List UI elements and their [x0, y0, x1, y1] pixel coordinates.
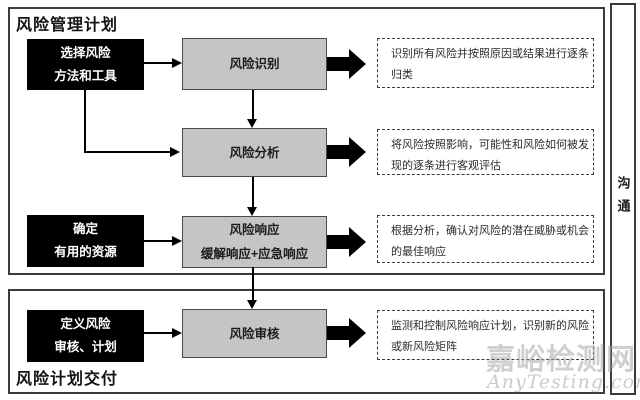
- input-box-determine-resources: 确定 有用的资源: [27, 215, 144, 267]
- communication-label: 沟通: [615, 176, 631, 222]
- process-box-risk-review: 风险审核: [182, 309, 327, 358]
- process-box-risk-response: 风险响应 缓解响应+应急响应: [182, 216, 327, 268]
- top-panel-title: 风险管理计划: [16, 17, 119, 34]
- bottom-panel-title: 风险计划交付: [16, 371, 119, 388]
- risk-management-plan-panel: [8, 7, 605, 275]
- block-arrow-review-note: [327, 318, 366, 348]
- communication-sidebar: 沟通: [610, 3, 636, 395]
- note-box-risk-response: 根据分析，确认对风险的潜在威胁或机会的最佳响应: [377, 215, 594, 263]
- block-arrow-response-note: [327, 227, 366, 257]
- input-box-select-risk-methods: 选择风险 方法和工具: [27, 39, 144, 90]
- block-arrow-analysis-note: [327, 137, 366, 167]
- block-arrow-identification-note: [327, 49, 366, 79]
- input-box-define-risk-review-plan: 定义风险 审核、计划: [27, 310, 144, 362]
- note-box-risk-review: 监测和控制风险响应计划，识别新的风险或新风险矩阵: [377, 310, 594, 360]
- risk-plan-delivery-panel: [8, 289, 605, 394]
- process-box-risk-identification: 风险识别: [182, 38, 327, 90]
- note-box-risk-identification: 识别所有风险并按照原因或结果进行逐条归类: [377, 38, 594, 88]
- note-box-risk-analysis: 将风险按照影响，可能性和风险如何被发现的逐条进行客观评估: [377, 129, 594, 175]
- process-box-risk-analysis: 风险分析: [182, 128, 327, 177]
